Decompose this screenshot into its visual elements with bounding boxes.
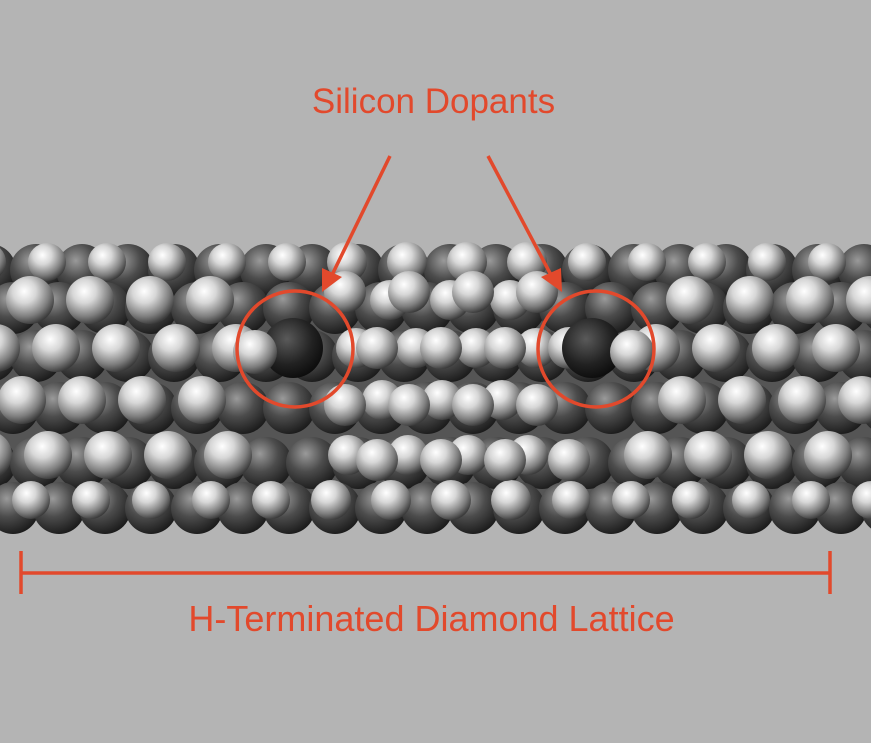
arrow-right-head	[541, 268, 562, 292]
hydrogen-atom	[752, 324, 800, 372]
hydrogen-atom	[192, 481, 230, 519]
carbon-atom	[240, 437, 292, 489]
silicon-atom-right	[562, 318, 622, 378]
hydrogen-atom	[0, 248, 6, 276]
hydrogen-atom	[356, 439, 398, 481]
hydrogen-atom	[0, 376, 46, 424]
hydrogen-atom	[548, 439, 590, 481]
silicon-dopants-label: Silicon Dopants	[0, 82, 871, 122]
hydrogen-atom	[726, 276, 774, 324]
hydrogen-atom	[422, 380, 462, 420]
hydrogen-atom	[420, 327, 462, 369]
hydrogen-atom	[812, 324, 860, 372]
arrow-left-head	[322, 268, 342, 292]
hydrogen-atom	[84, 431, 132, 479]
hydrogen-atom	[568, 243, 606, 281]
carbon-atom	[286, 437, 338, 489]
hydrogen-atom	[658, 376, 706, 424]
hydrogen-atom	[628, 243, 666, 281]
hydrogen-atom	[452, 271, 494, 313]
hydrogen-atom	[252, 481, 290, 519]
hydrogen-atom	[792, 481, 830, 519]
hydrogen-atom	[92, 324, 140, 372]
lattice-label: H-Terminated Diamond Lattice	[0, 598, 871, 640]
carbon-atom	[585, 382, 637, 434]
hydrogen-atom	[732, 481, 770, 519]
diamond-lattice-rod	[0, 242, 871, 534]
hydrogen-atom	[666, 276, 714, 324]
hydrogen-atom	[718, 376, 766, 424]
hydrogen-atom	[388, 384, 430, 426]
hydrogen-atom	[688, 243, 726, 281]
hydrogen-atom	[12, 481, 50, 519]
hydrogen-atom	[126, 276, 174, 324]
annotation-marks	[19, 155, 832, 594]
hydrogen-atom	[66, 276, 114, 324]
hydrogen-atom	[452, 384, 494, 426]
hydrogen-atom	[152, 324, 200, 372]
dopant-highlight-circle-right	[536, 289, 656, 409]
hydrogen-atom	[388, 435, 428, 475]
hydrogen-atom	[371, 480, 411, 520]
hydrogen-atom	[484, 327, 526, 369]
hydrogen-atom	[748, 243, 786, 281]
silicon-dopants-text: Silicon Dopants	[311, 82, 556, 121]
hydrogen-atom	[612, 481, 650, 519]
hydrogen-atom	[0, 324, 20, 372]
dopant-highlight-circle-left	[235, 289, 355, 409]
silicon-atom-left	[263, 318, 323, 378]
hydrogen-atom	[808, 243, 846, 281]
hydrogen-atom	[148, 243, 186, 281]
hydrogen-atom	[24, 431, 72, 479]
hydrogen-atom	[552, 481, 590, 519]
hydrogen-atom	[311, 480, 351, 520]
hydrogen-atom	[672, 481, 710, 519]
hydrogen-atom	[778, 376, 826, 424]
hydrogen-atom	[6, 276, 54, 324]
hydrogen-atom	[684, 431, 732, 479]
hydrogen-atom	[420, 439, 462, 481]
lattice-label-text: H-Terminated Diamond Lattice	[188, 598, 675, 639]
hydrogen-atom	[0, 434, 12, 476]
hydrogen-atom	[118, 376, 166, 424]
hydrogen-atom	[132, 481, 170, 519]
hydrogen-atom	[852, 481, 871, 519]
hydrogen-atom	[208, 243, 246, 281]
hydrogen-atom	[744, 431, 792, 479]
hydrogen-atom	[484, 439, 526, 481]
silicon-atoms	[233, 318, 654, 378]
hydrogen-atom	[624, 431, 672, 479]
hydrogen-atom	[516, 328, 556, 368]
hydrogen-atom	[804, 431, 852, 479]
hydrogen-atom	[387, 242, 427, 282]
hydrogen-atom	[431, 480, 471, 520]
hydrogen-atom	[456, 328, 496, 368]
hydrogen-atom	[204, 431, 252, 479]
hydrogen-atom	[324, 384, 366, 426]
hydrogen-atom	[186, 276, 234, 324]
hydrogen-atom	[846, 276, 871, 324]
hydrogen-atom	[356, 327, 398, 369]
hydrogen-atom	[610, 330, 654, 374]
hydrogen-atom	[388, 271, 430, 313]
hydrogen-atom	[28, 243, 66, 281]
hydrogen-atom	[327, 242, 367, 282]
hydrogen-atom	[268, 243, 306, 281]
hydrogen-atom	[516, 384, 558, 426]
hydrogen-atom	[233, 330, 277, 374]
hydrogen-atom	[88, 243, 126, 281]
hydrogen-atom	[178, 376, 226, 424]
hydrogen-atom	[32, 324, 80, 372]
hydrogen-atom	[692, 324, 740, 372]
hydrogen-atom	[58, 376, 106, 424]
hydrogen-atom	[491, 480, 531, 520]
arrow-right-shaft	[486, 155, 553, 276]
hydrogen-atom	[72, 481, 110, 519]
hydrogen-atom	[838, 376, 871, 424]
carbon-atom	[217, 382, 269, 434]
arrow-left-shaft	[330, 155, 392, 276]
hydrogen-atom	[144, 431, 192, 479]
hydrogen-atom	[786, 276, 834, 324]
